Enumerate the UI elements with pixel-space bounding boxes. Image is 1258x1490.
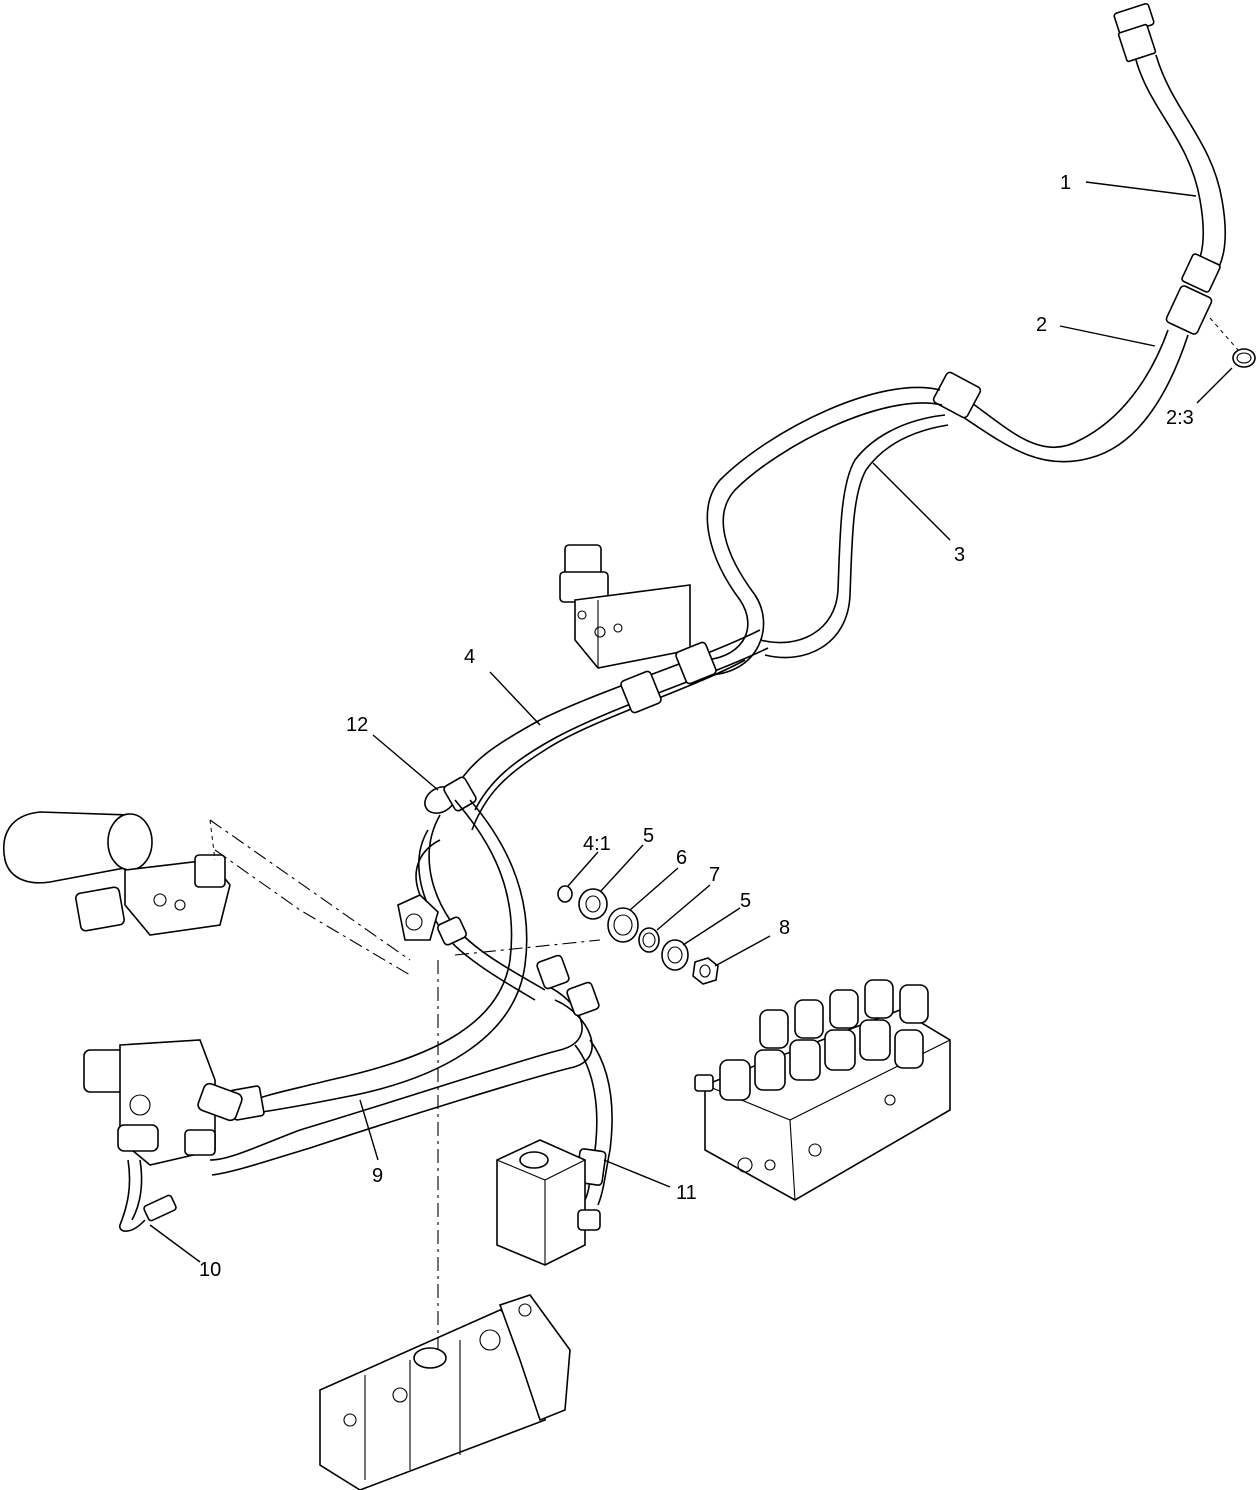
- seal-6: [607, 907, 639, 943]
- callout-5-upper: 5: [643, 825, 654, 847]
- callout-6: 6: [676, 847, 687, 869]
- tube-3: [699, 386, 949, 676]
- o-ring-2-3: [1209, 317, 1256, 368]
- manifold-block-large: [694, 979, 951, 1201]
- callout-4-1: 4:1: [583, 833, 611, 855]
- o-ring-4-1: [557, 885, 573, 903]
- valve-block-small: [496, 1139, 601, 1266]
- nut-8: [692, 957, 719, 985]
- ring-7: [638, 927, 660, 953]
- callout-9: 9: [372, 1165, 383, 1187]
- callout-1: 1: [1060, 172, 1071, 194]
- elbow-fittings-middle: [397, 839, 468, 946]
- tube-9: [209, 799, 600, 1176]
- callout-7: 7: [709, 864, 720, 886]
- callout-10: 10: [199, 1259, 221, 1281]
- callout-2: 2: [1036, 314, 1047, 336]
- seal-stack: [557, 885, 719, 985]
- callout-11: 11: [676, 1182, 697, 1204]
- valve-block-upper: [559, 544, 691, 669]
- callout-8: 8: [779, 917, 790, 939]
- tube-2: [932, 329, 1189, 463]
- valve-block-left: [83, 1039, 243, 1166]
- callout-labels: 1 2 2:3 3 4 12 4:1 5 6 7 5 8 9 11 10: [199, 172, 1194, 1281]
- washer-5-a: [578, 888, 608, 920]
- leader-lines: [149, 181, 1233, 1263]
- callout-5-lower: 5: [740, 890, 751, 912]
- hydraulic-hose: [1113, 2, 1227, 335]
- hydraulic-pump: [319, 1294, 571, 1490]
- callout-4: 4: [464, 646, 475, 668]
- tube-10: [119, 1159, 177, 1232]
- centerline-to-seals: [454, 939, 601, 956]
- filter-assembly: [3, 811, 411, 976]
- callout-3: 3: [954, 544, 965, 566]
- washer-5-b: [661, 939, 689, 971]
- callout-2-3: 2:3: [1166, 407, 1194, 429]
- tube-4: [454, 629, 769, 831]
- callout-12: 12: [346, 714, 368, 736]
- fitting-12: [424, 776, 477, 814]
